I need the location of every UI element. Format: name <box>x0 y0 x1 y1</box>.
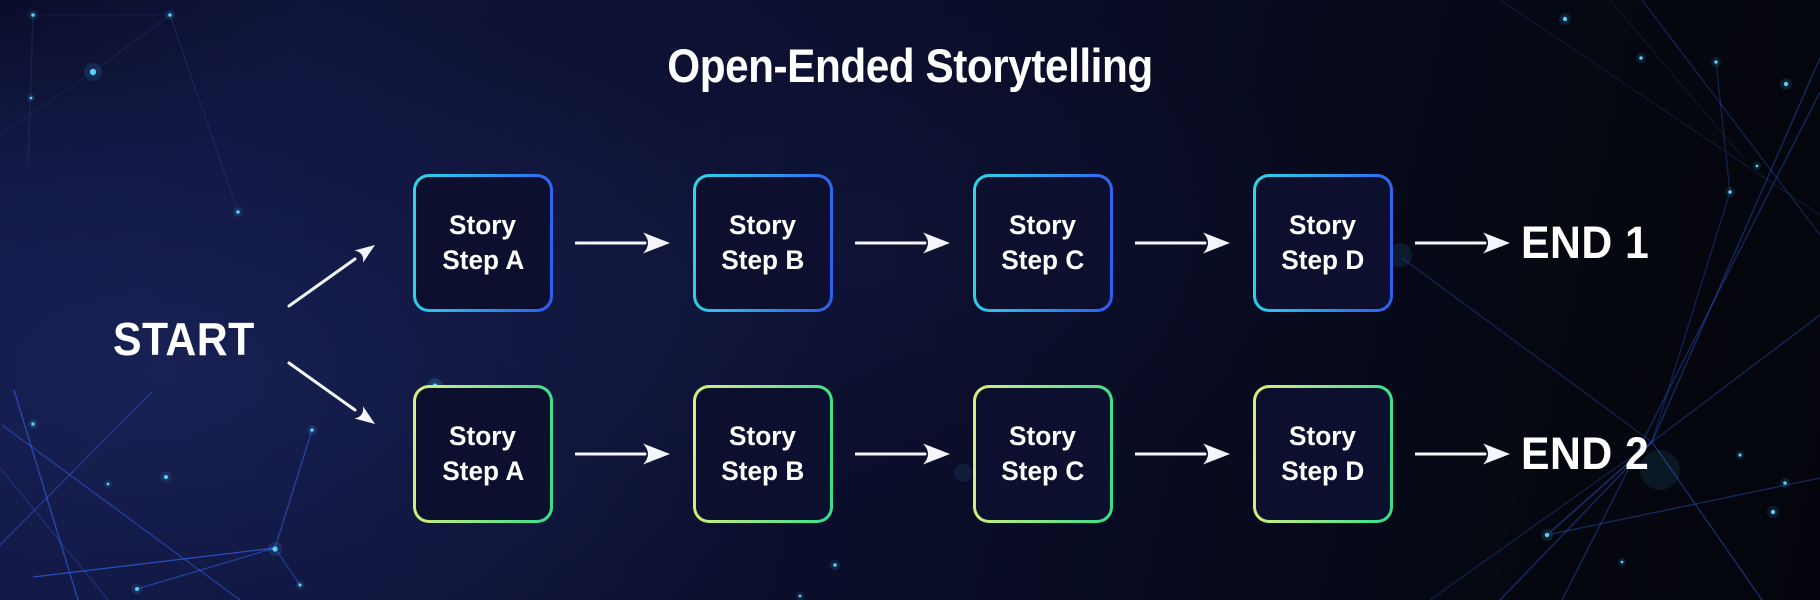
arrow-right-icon <box>855 232 950 254</box>
story-step-node-d1: Story Step D <box>1253 174 1393 312</box>
step-line1: Story <box>1009 210 1077 241</box>
end-1-label: END 1 <box>1521 217 1650 268</box>
step-line2: Step D <box>1281 456 1365 486</box>
story-step-node-c1: Story Step C <box>973 174 1113 312</box>
arrow-right-icon <box>1415 232 1510 254</box>
step-line2: Step B <box>721 456 805 486</box>
arrow-up-right-icon <box>287 245 375 308</box>
branch-2-row: Story Step A Story Step B Story Step C S… <box>413 385 1656 523</box>
arrow-right-icon <box>1135 232 1230 254</box>
step-line2: Step C <box>1001 245 1085 275</box>
step-line2: Step D <box>1281 245 1365 275</box>
arrow-right-icon <box>1415 443 1510 465</box>
diagram-title: Open-Ended Storytelling <box>667 39 1153 92</box>
arrow-right-icon <box>1135 443 1230 465</box>
story-step-node-a1: Story Step A <box>413 174 553 312</box>
branch-1-row: Story Step A Story Step B Story Step C S… <box>413 174 1656 312</box>
step-line2: Step C <box>1001 456 1085 486</box>
step-line2: Step A <box>442 456 524 486</box>
step-line2: Step A <box>442 245 524 275</box>
arrow-down-right-icon <box>287 361 375 424</box>
story-step-node-d2: Story Step D <box>1253 385 1393 523</box>
step-line1: Story <box>1009 421 1077 452</box>
step-line1: Story <box>1289 210 1357 241</box>
step-line1: Story <box>729 421 797 452</box>
arrow-right-icon <box>855 443 950 465</box>
step-line2: Step B <box>721 245 805 275</box>
arrow-right-icon <box>575 232 670 254</box>
story-step-node-b2: Story Step B <box>693 385 833 523</box>
story-step-node-a2: Story Step A <box>413 385 553 523</box>
story-step-node-c2: Story Step C <box>973 385 1113 523</box>
arrow-right-icon <box>575 443 670 465</box>
step-line1: Story <box>449 421 517 452</box>
step-line1: Story <box>729 210 797 241</box>
story-step-node-b1: Story Step B <box>693 174 833 312</box>
step-line1: Story <box>1289 421 1357 452</box>
end-2-label: END 2 <box>1521 428 1650 479</box>
step-line1: Story <box>449 210 517 241</box>
start-label: START <box>113 313 255 365</box>
